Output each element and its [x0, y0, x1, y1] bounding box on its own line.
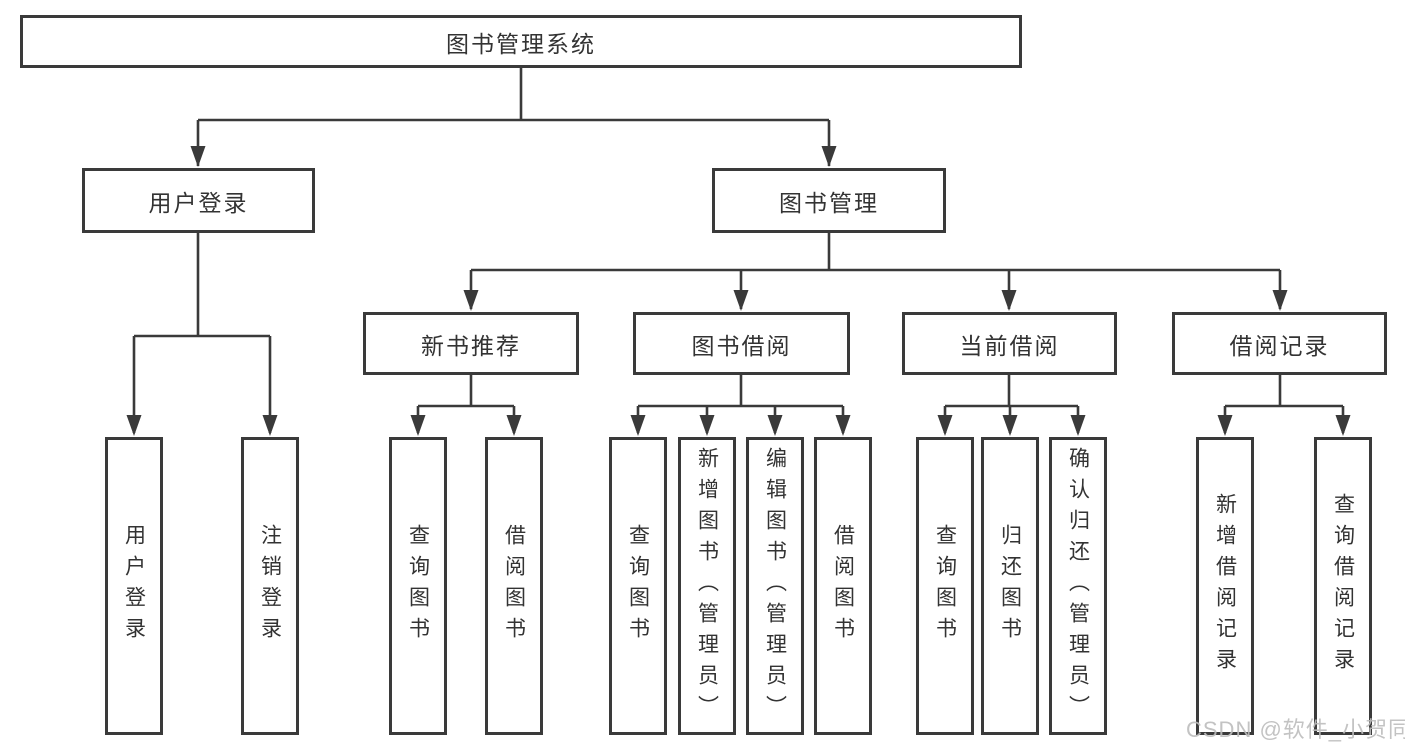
- leaf-label: 注销登录: [258, 524, 282, 648]
- leaf-add-book-admin: 新增图书（管理员）: [678, 437, 736, 735]
- csdn-watermark: CSDN @软件_小贺同学: [1186, 717, 1405, 742]
- leaf-label: 查询图书: [626, 524, 650, 648]
- leaf-logout-login: 注销登录: [241, 437, 299, 735]
- leaf-label: 用户登录: [122, 524, 146, 648]
- leaf-query-books-borrow: 查询图书: [609, 437, 667, 735]
- node-current-borrow: 当前借阅: [902, 312, 1117, 375]
- arrowhead-icon: [126, 146, 1351, 436]
- leaf-label: 借阅图书: [502, 524, 526, 648]
- node-library-management-system: 图书管理系统: [20, 15, 1022, 68]
- leaf-label: 查询借阅记录: [1331, 493, 1355, 679]
- leaf-add-borrow-record: 新增借阅记录: [1196, 437, 1254, 735]
- leaf-query-borrow-record: 查询借阅记录: [1314, 437, 1372, 735]
- node-label: 当前借阅: [959, 332, 1060, 359]
- leaf-label: 新增图书（管理员）: [695, 446, 719, 726]
- node-label: 图书借阅: [691, 332, 792, 359]
- node-label: 借阅记录: [1229, 332, 1330, 359]
- leaf-return-books: 归还图书: [981, 437, 1039, 735]
- leaf-label: 查询图书: [933, 524, 957, 648]
- node-label: 新书推荐: [421, 332, 521, 359]
- leaf-label: 查询图书: [406, 524, 430, 648]
- node-label: 图书管理: [779, 189, 879, 216]
- leaf-borrow-books: 借阅图书: [814, 437, 872, 735]
- leaf-edit-book-admin: 编辑图书（管理员）: [746, 437, 804, 735]
- node-user-login: 用户登录: [82, 168, 315, 233]
- node-borrow-records: 借阅记录: [1172, 312, 1387, 375]
- node-label: 用户登录: [148, 189, 249, 216]
- leaf-query-books-recommend: 查询图书: [389, 437, 447, 735]
- leaf-label: 归还图书: [998, 524, 1022, 648]
- node-new-book-recommend: 新书推荐: [363, 312, 579, 375]
- leaf-label: 借阅图书: [831, 524, 855, 648]
- leaf-user-login: 用户登录: [105, 437, 163, 735]
- node-book-borrow: 图书借阅: [633, 312, 850, 375]
- leaf-label: 确认归还（管理员）: [1066, 446, 1090, 726]
- node-label: 图书管理系统: [446, 30, 596, 57]
- node-book-management: 图书管理: [712, 168, 946, 233]
- leaf-label: 编辑图书（管理员）: [763, 446, 787, 726]
- leaf-query-books-current: 查询图书: [916, 437, 974, 735]
- leaf-borrow-books-recommend: 借阅图书: [485, 437, 543, 735]
- leaf-label: 新增借阅记录: [1213, 493, 1237, 679]
- leaf-confirm-return-admin: 确认归还（管理员）: [1049, 437, 1107, 735]
